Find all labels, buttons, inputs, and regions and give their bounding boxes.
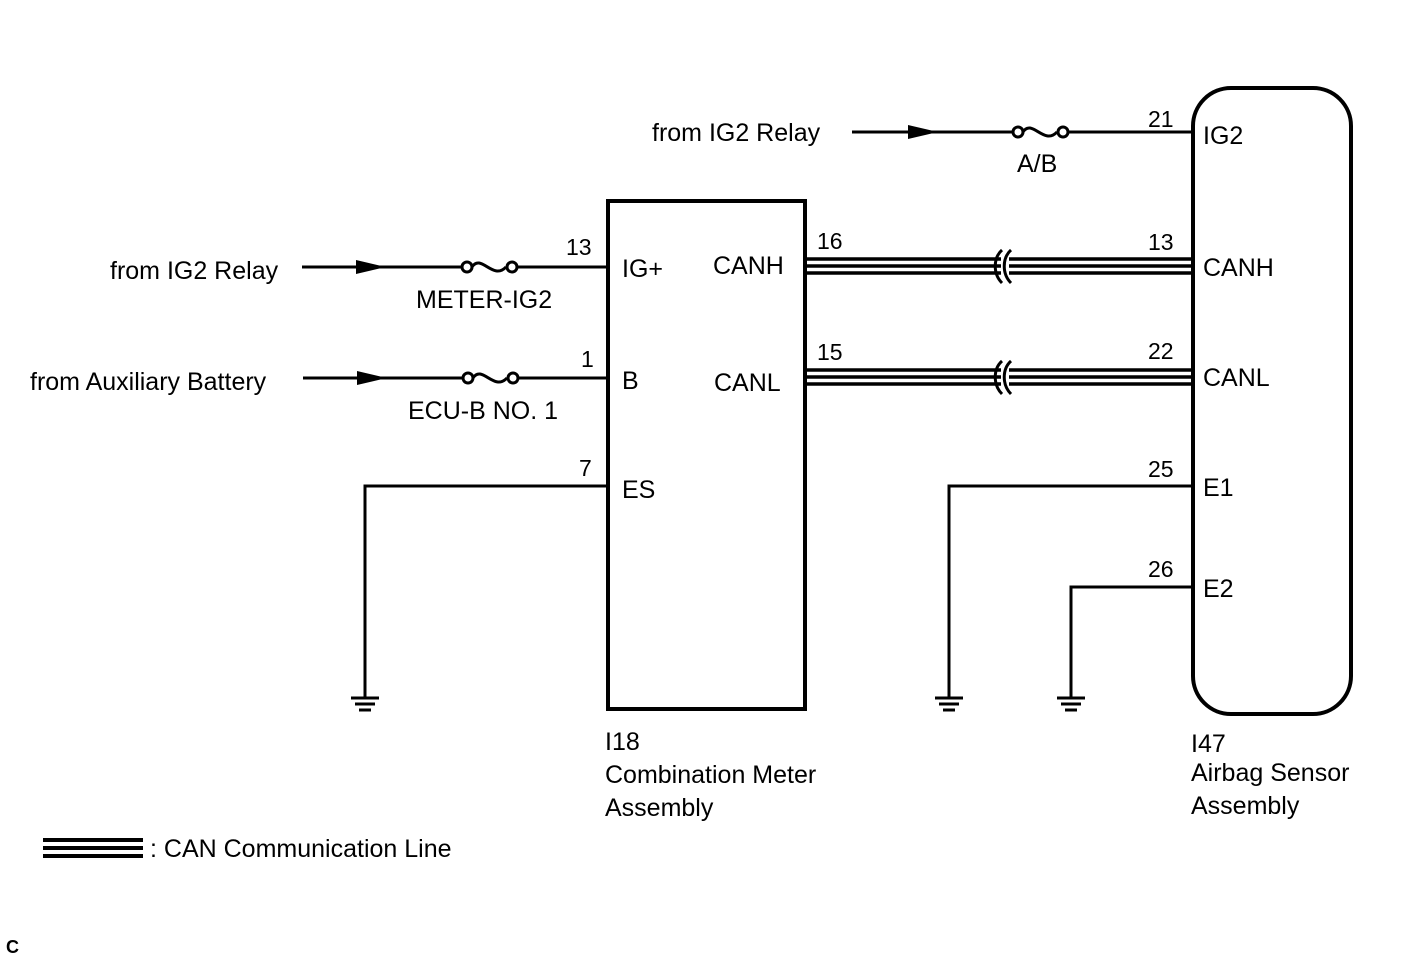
source-label-ig2-relay-meter: from IG2 Relay [110, 257, 279, 285]
arrow-icon [357, 371, 387, 385]
corner-mark: C [6, 937, 19, 957]
meter-pin-canh-num: 16 [817, 228, 843, 254]
legend-can-line-label: : CAN Communication Line [150, 835, 452, 863]
airbag-pin-ig2-num: 21 [1148, 106, 1174, 132]
meter-pin-b-label: B [622, 367, 639, 395]
airbag-pin-e2-label: E2 [1203, 575, 1234, 603]
ground-icon [1057, 696, 1085, 712]
meter-pin-canh-label: CANH [713, 252, 784, 280]
source-label-ig2-relay-top: from IG2 Relay [652, 119, 821, 147]
wire-ig2-to-airbag [852, 125, 1193, 139]
wire-airbag-e2-ground [1057, 585, 1193, 712]
airbag-pin-canl-num: 22 [1148, 338, 1174, 364]
meter-pin-es-num: 7 [579, 455, 592, 481]
meter-pin-canl-num: 15 [817, 339, 843, 365]
meter-code: I18 [605, 728, 640, 756]
meter-pin-ig-label: IG+ [622, 255, 663, 283]
airbag-pin-canl-label: CANL [1203, 364, 1270, 392]
airbag-pin-ig2-label: IG2 [1203, 122, 1243, 150]
airbag-pin-e1-num: 25 [1148, 456, 1174, 482]
meter-pin-ig-num: 13 [566, 234, 592, 260]
meter-pin-canl-label: CANL [714, 369, 781, 397]
arrow-icon [356, 260, 386, 274]
ground-icon [351, 696, 379, 712]
meter-pin-b-num: 1 [581, 346, 594, 372]
wire-meter-es-ground [351, 484, 608, 712]
airbag-name-line1: Airbag Sensor [1191, 759, 1349, 787]
airbag-pin-canh-num: 13 [1148, 229, 1174, 255]
fuse-label-ecu-b: ECU-B NO. 1 [408, 397, 558, 425]
legend-can-line-symbol [43, 838, 143, 858]
fuse-label-meter-ig2: METER-IG2 [416, 286, 552, 314]
airbag-pin-e1-label: E1 [1203, 474, 1234, 502]
fuse-icon [1011, 125, 1070, 139]
fuse-label-ab: A/B [1017, 150, 1057, 178]
wire-ig2-to-meter [302, 260, 608, 274]
source-label-aux-battery: from Auxiliary Battery [30, 368, 267, 396]
airbag-pin-e2-num: 26 [1148, 556, 1174, 582]
can-line-canh [805, 248, 1193, 285]
arrow-icon [908, 125, 938, 139]
can-line-canl [805, 359, 1193, 396]
meter-name-line2: Assembly [605, 794, 714, 822]
combination-meter-box [606, 199, 807, 711]
wire-battery-to-meter [303, 371, 608, 385]
airbag-pin-canh-label: CANH [1203, 254, 1274, 282]
airbag-name-line2: Assembly [1191, 792, 1300, 820]
airbag-code: I47 [1191, 730, 1226, 758]
ground-icon [935, 696, 963, 712]
fuse-icon [460, 260, 519, 274]
meter-pin-es-label: ES [622, 476, 655, 504]
wire-airbag-e1-ground [935, 484, 1193, 712]
meter-name-line1: Combination Meter [605, 761, 816, 789]
fuse-icon [461, 371, 520, 385]
airbag-sensor-box [1191, 86, 1353, 716]
